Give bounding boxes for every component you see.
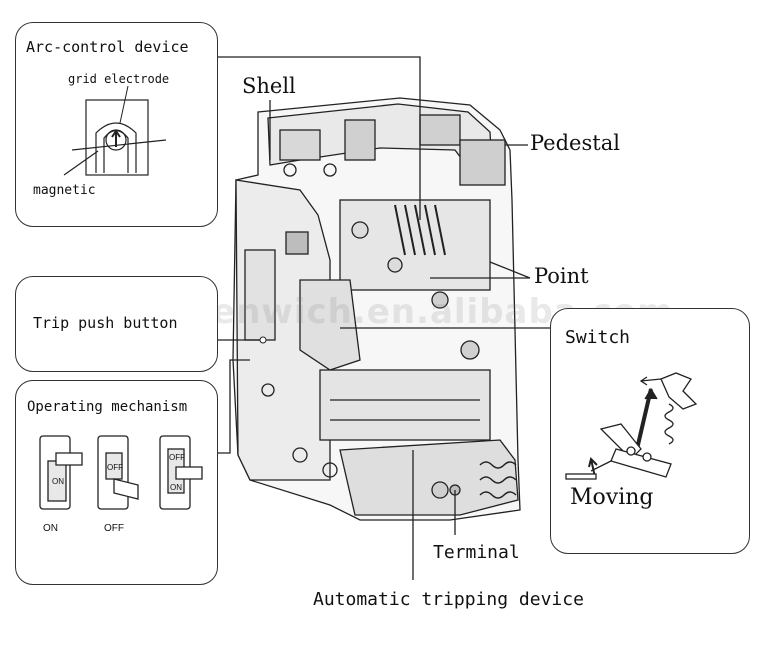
moving-label: Moving [570, 485, 654, 510]
handle3-off-text: OFF [169, 453, 185, 462]
switch-label: Switch [565, 327, 631, 348]
grid-electrode-label: grid electrode [68, 72, 170, 86]
operating-mechanism-diagram [39, 435, 203, 510]
magnetic-label: magnetic [33, 183, 96, 198]
state-on-label: ON [43, 523, 58, 534]
leader-arc-control [218, 56, 421, 220]
shell-label: Shell [242, 74, 296, 98]
state-off-label: OFF [104, 523, 124, 534]
automatic-tripping-label: Automatic tripping device [313, 589, 584, 610]
arc-control-label: Arc-control device [26, 38, 189, 56]
trip-push-button-label: Trip push button [33, 314, 178, 332]
point-label: Point [534, 264, 589, 288]
terminal-label: Terminal [433, 542, 520, 563]
handle1-on-text: ON [52, 477, 64, 486]
handle3-on-text: ON [170, 483, 182, 492]
arc-control-callout: Arc-control device grid electrode magnet… [15, 22, 218, 227]
switch-callout: Switch Moving [550, 308, 750, 554]
operating-mechanism-label: Operating mechanism [27, 399, 188, 415]
pedestal-label: Pedestal [530, 131, 620, 155]
switch-diagram [565, 372, 698, 480]
leader-point [430, 261, 531, 279]
trip-push-button-callout: Trip push button [15, 276, 218, 372]
arc-control-diagram [63, 85, 167, 176]
leader-operating [218, 359, 250, 454]
operating-mechanism-callout: Operating mechanism ON OFF OFF ON ON OFF [15, 380, 218, 585]
handle2-off-text: OFF [107, 463, 123, 472]
